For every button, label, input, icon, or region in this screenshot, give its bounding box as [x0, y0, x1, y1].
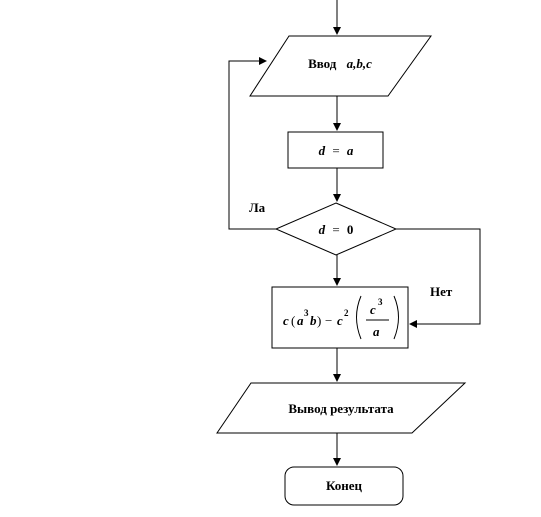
formula-lparen: (: [291, 313, 295, 328]
input-vars: a,b,c: [347, 56, 373, 71]
formula-block: c ( a 3 b ) − c 2 c 3 a: [271, 286, 409, 349]
formula-big-lparen: [356, 295, 362, 340]
decision-var: d: [319, 222, 326, 237]
end-label: Конец: [326, 478, 363, 493]
no-branch-label: Нет: [430, 284, 453, 299]
assign-var: d: [319, 143, 326, 158]
svg-text:d = 0: d = 0: [319, 222, 354, 237]
formula-den: a: [373, 324, 380, 339]
no-branch-connector: [396, 228, 481, 328]
assign-op: =: [332, 143, 339, 158]
input-label: Ввод: [308, 56, 337, 71]
input-block: Ввод a,b,c: [249, 35, 432, 97]
assign-value: a: [347, 143, 354, 158]
assign-block: d = a: [287, 131, 384, 169]
decision-value: 0: [347, 222, 354, 237]
formula-num-c: c: [370, 302, 376, 317]
formula-a: a: [297, 313, 304, 328]
svg-text:Ввод a,b,c: Ввод a,b,c: [308, 56, 372, 71]
output-label: Вывод результата: [288, 401, 394, 416]
formula-c: c: [283, 313, 289, 328]
formula-big-rparen: [393, 295, 399, 340]
yes-loop-connector: [228, 57, 276, 230]
formula-exp2: 2: [344, 308, 349, 318]
formula-b: b: [310, 313, 317, 328]
formula-minus: −: [325, 313, 332, 328]
output-block: Вывод результата: [216, 382, 467, 434]
formula-num-exp: 3: [378, 297, 383, 307]
decision-block: d = 0: [274, 202, 398, 256]
end-block: Конец: [284, 466, 404, 506]
formula-rparen: ): [317, 313, 321, 328]
yes-branch-label: Ла: [249, 200, 266, 215]
formula-exp3: 3: [304, 308, 309, 318]
svg-text:d = a: d = a: [319, 143, 354, 158]
decision-op: =: [332, 222, 339, 237]
formula-c2: c: [337, 313, 343, 328]
